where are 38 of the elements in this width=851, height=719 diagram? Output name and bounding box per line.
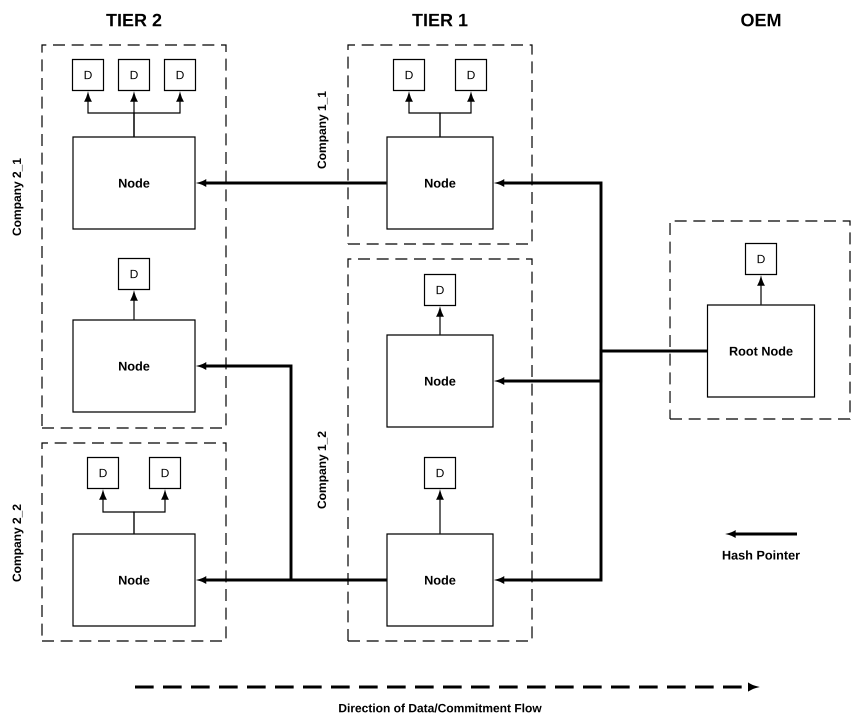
node-label: Company 1_1 xyxy=(318,91,328,169)
node-label: Company 2_2 xyxy=(12,504,24,582)
data-box: D xyxy=(392,58,426,92)
node-box: Node xyxy=(386,136,494,230)
data-box: D xyxy=(118,258,150,290)
node-box: Node xyxy=(386,334,494,428)
arrow xyxy=(439,92,475,136)
dashed-group-box xyxy=(669,220,851,420)
hash-pointer-arrow xyxy=(496,350,707,584)
column-heading: TIER 1 xyxy=(412,14,468,26)
node-box: Root Node xyxy=(706,304,816,398)
data-box: D xyxy=(164,58,196,92)
caption: Direction of Data/Commitment Flow xyxy=(339,704,542,712)
data-box: D xyxy=(148,456,182,490)
arrow xyxy=(757,276,765,304)
data-box: D xyxy=(744,242,778,276)
node-label: Company 2_1 xyxy=(12,158,24,236)
node-box: Node xyxy=(386,533,494,627)
arrow xyxy=(436,490,444,534)
hash-pointer-arrow xyxy=(198,362,386,582)
legend-text: Hash Pointer xyxy=(722,550,800,560)
arrow xyxy=(130,292,138,320)
column-heading: TIER 2 xyxy=(106,14,162,26)
data-box: D xyxy=(454,58,488,92)
node-box: Node xyxy=(72,319,196,413)
data-box: D xyxy=(424,456,456,490)
arrow xyxy=(133,490,169,534)
node-label: Company 1_2 xyxy=(318,431,328,509)
arrow xyxy=(436,308,444,334)
data-box: D xyxy=(424,274,456,306)
node-box: Node xyxy=(72,136,196,230)
hash-pointer-arrow xyxy=(198,180,386,186)
column-heading: OEM xyxy=(741,14,780,26)
data-box: D xyxy=(86,456,120,490)
arrow xyxy=(133,92,184,136)
data-box: D xyxy=(72,58,104,92)
node-box: Node xyxy=(72,533,196,627)
data-box: D xyxy=(118,58,150,92)
